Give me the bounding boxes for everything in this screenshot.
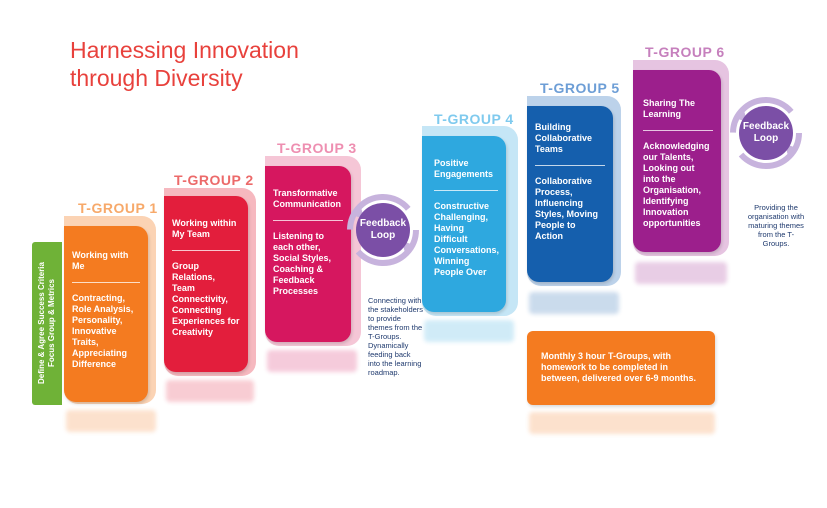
t-group-6-topics: Acknowledging our Talents, Looking out i… [643, 141, 710, 228]
t-group-3-label: T-GROUP 3 [277, 140, 357, 156]
t-group-2-topics: Group Relations, Team Connectivity, Conn… [172, 261, 240, 337]
t-group-3-card: Transformative Communication Listening t… [265, 166, 351, 342]
t-group-5-divider [535, 165, 605, 166]
t-group-5-topics: Collaborative Process, Influencing Style… [535, 176, 599, 241]
cycle-arrows-icon [730, 97, 802, 169]
stakeholders-note: Connecting with the stakeholders to prov… [368, 296, 424, 377]
t-group-3-topics: Listening to each other, Social Styles, … [273, 231, 332, 296]
success-criteria-line-1: Define & Agree Success Criteria [37, 262, 46, 384]
t-group-4-divider [434, 190, 498, 191]
t-group-2-heading: Working within My Team [172, 218, 237, 239]
t-group-2-divider [172, 250, 240, 251]
feedback-loop-1-line-2: Loop [370, 230, 396, 241]
feedback-loop-1-label: Feedback Loop [346, 193, 420, 267]
t-group-5-reflection [529, 292, 619, 314]
organisation-note: Providing the organisation with maturing… [747, 203, 805, 248]
t-group-6-card: Sharing The Learning Acknowledging our T… [633, 70, 721, 252]
cycle-arrows-icon [347, 194, 419, 266]
t-group-1-card: Working with Me Contracting, Role Analys… [64, 226, 148, 402]
feedback-loop-1: Feedback Loop [346, 193, 420, 267]
feedback-loop-2-line-2: Loop [753, 133, 779, 144]
feedback-loop-1-line-1: Feedback [359, 218, 407, 229]
t-group-1-heading: Working with Me [72, 250, 129, 271]
t-group-2-card: Working within My Team Group Relations, … [164, 196, 248, 372]
t-group-2-reflection [166, 380, 254, 402]
schedule-reflection [529, 412, 715, 434]
feedback-loop-2-label: Feedback Loop [729, 96, 803, 170]
t-group-4-card: Positive Engagements Constructive Challe… [422, 136, 506, 312]
t-group-6-label: T-GROUP 6 [645, 44, 725, 60]
title-line-1: Harnessing Innovation [70, 37, 299, 63]
feedback-loop-2: Feedback Loop [729, 96, 803, 170]
t-group-1-topics: Contracting, Role Analysis, Personality,… [72, 293, 134, 369]
page-title: Harnessing Innovation through Diversity [70, 36, 299, 92]
t-group-4-label: T-GROUP 4 [434, 111, 514, 127]
t-group-1-label: T-GROUP 1 [78, 200, 158, 216]
t-group-1-reflection [66, 410, 156, 432]
t-group-3-reflection [267, 350, 357, 372]
t-group-5-heading: Building Collaborative Teams [535, 122, 593, 154]
t-group-3-heading: Transformative Communication [273, 188, 342, 209]
success-criteria-line-2: Focus Group & Metrics [47, 279, 56, 368]
t-group-1-divider [72, 282, 140, 283]
t-group-2-label: T-GROUP 2 [174, 172, 254, 188]
t-group-4-heading: Positive Engagements [434, 158, 494, 179]
feedback-loop-2-line-1: Feedback [742, 121, 790, 132]
t-group-6-reflection [635, 262, 727, 284]
success-criteria-label: Define & Agree Success Criteria Focus Gr… [37, 242, 57, 405]
t-group-4-reflection [424, 320, 514, 342]
schedule-box: Monthly 3 hour T-Groups, with homework t… [527, 331, 715, 405]
t-group-3-divider [273, 220, 343, 221]
t-group-5-label: T-GROUP 5 [540, 80, 620, 96]
t-group-4-topics: Constructive Challenging, Having Difficu… [434, 201, 500, 277]
t-group-6-divider [643, 130, 713, 131]
success-criteria-bar [32, 242, 62, 405]
t-group-5-card: Building Collaborative Teams Collaborati… [527, 106, 613, 282]
t-group-6-heading: Sharing The Learning [643, 98, 696, 119]
title-line-2: through Diversity [70, 65, 243, 91]
